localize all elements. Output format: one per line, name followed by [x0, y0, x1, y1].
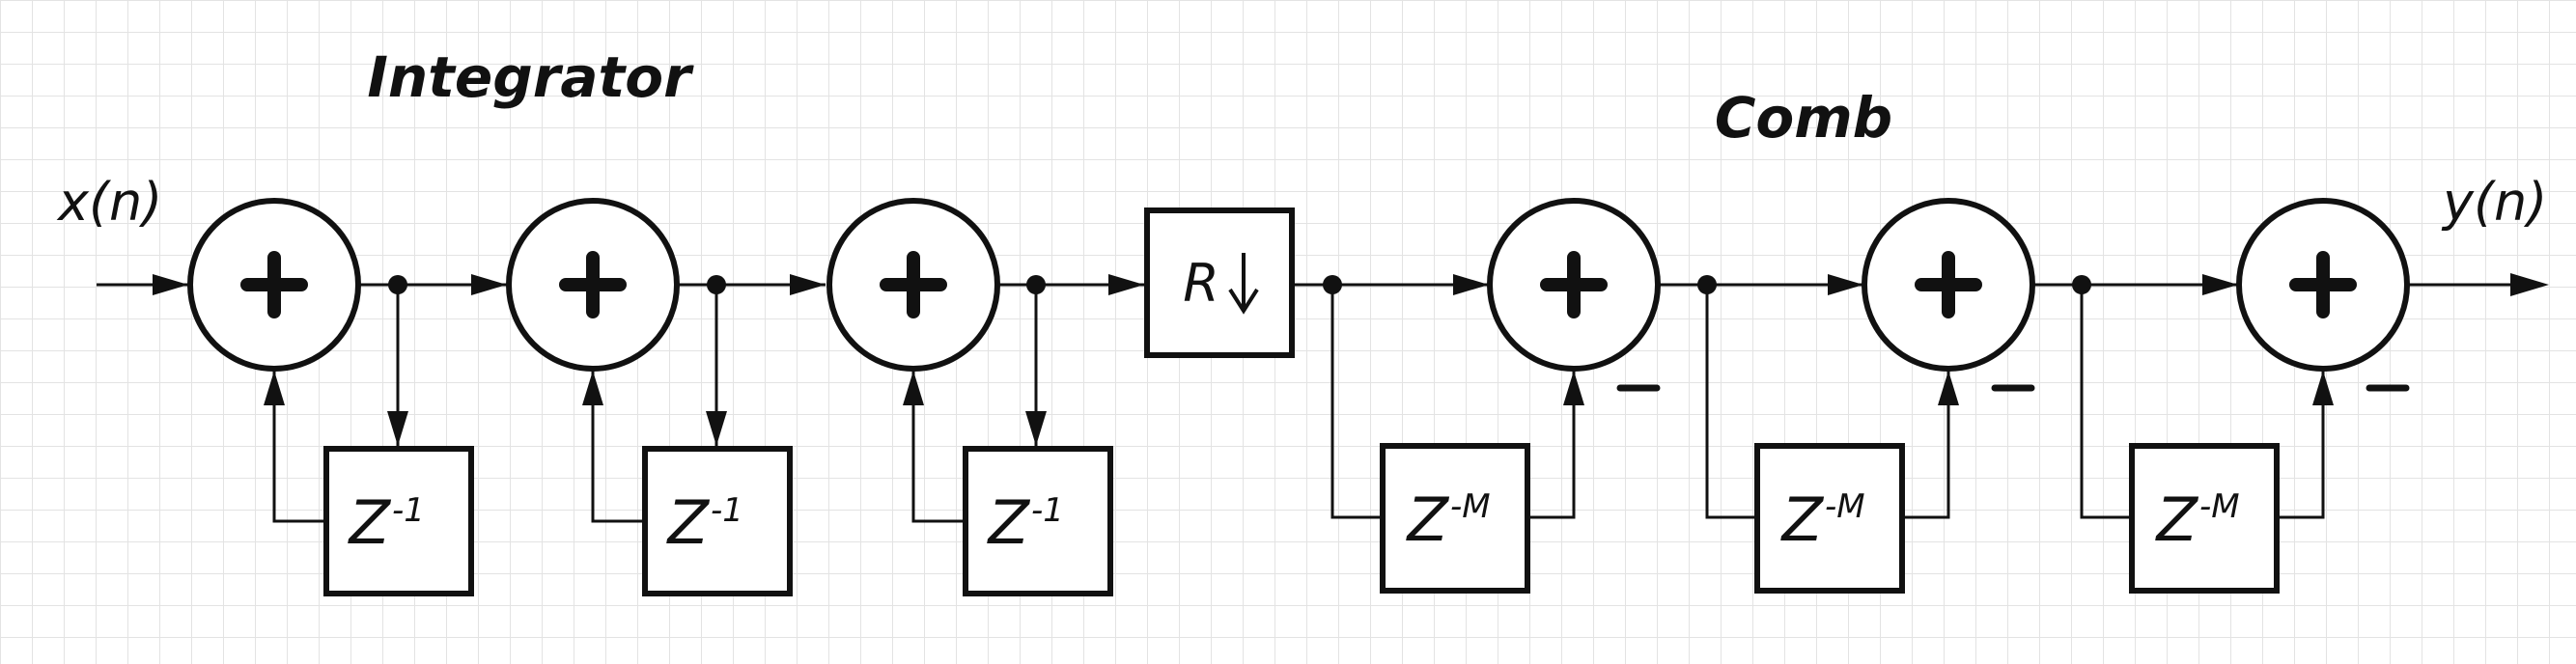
arrowhead: [2202, 274, 2238, 295]
arrowhead: [471, 274, 507, 295]
comb-stage-1: – Z -M: [1323, 198, 1661, 594]
delay-exponent: -M: [1450, 487, 1491, 526]
delay-exponent: -1: [392, 491, 425, 530]
delay-label: Z: [987, 487, 1031, 558]
delay-label: Z: [1406, 484, 1450, 555]
comb-stage-2: – Z -M: [1697, 198, 2035, 594]
delay-block: [323, 446, 474, 596]
delay-exponent: -M: [1825, 487, 1865, 526]
delay-block: [642, 446, 793, 596]
delay-exponent: -M: [2199, 487, 2240, 526]
arrowhead: [153, 274, 188, 295]
delay-block: [1380, 443, 1530, 594]
decimator-label: R: [1183, 253, 1219, 314]
delay-label: Z: [666, 487, 711, 558]
arrowhead: [1453, 274, 1489, 295]
delay-label: Z: [1780, 484, 1825, 555]
input-signal-label: x(n): [56, 172, 162, 233]
delay-block: [1754, 443, 1905, 594]
decimator-block: R: [1144, 208, 1295, 358]
delay-block: [2129, 443, 2280, 594]
comb-stage-3: – Z -M: [2072, 198, 2410, 594]
comb-section-label: Comb: [1715, 85, 1892, 151]
delay-block: [963, 446, 1113, 596]
integrator-stage-3: Z -1: [826, 198, 1113, 596]
arrowhead: [1828, 274, 1863, 295]
arrowhead: [790, 274, 826, 295]
output-signal-label: y(n): [2441, 172, 2547, 233]
delay-exponent: -1: [711, 491, 743, 530]
integrator-stage-1: Z -1: [187, 198, 474, 596]
delay-label: Z: [2155, 484, 2199, 555]
delay-exponent: -1: [1031, 491, 1064, 530]
output-arrowhead: [2510, 273, 2549, 296]
arrowhead: [1108, 274, 1144, 295]
integrator-stage-2: Z -1: [506, 198, 793, 596]
main-signal-path: [97, 273, 2549, 296]
integrator-section-label: Integrator: [367, 44, 694, 110]
delay-label: Z: [348, 487, 392, 558]
